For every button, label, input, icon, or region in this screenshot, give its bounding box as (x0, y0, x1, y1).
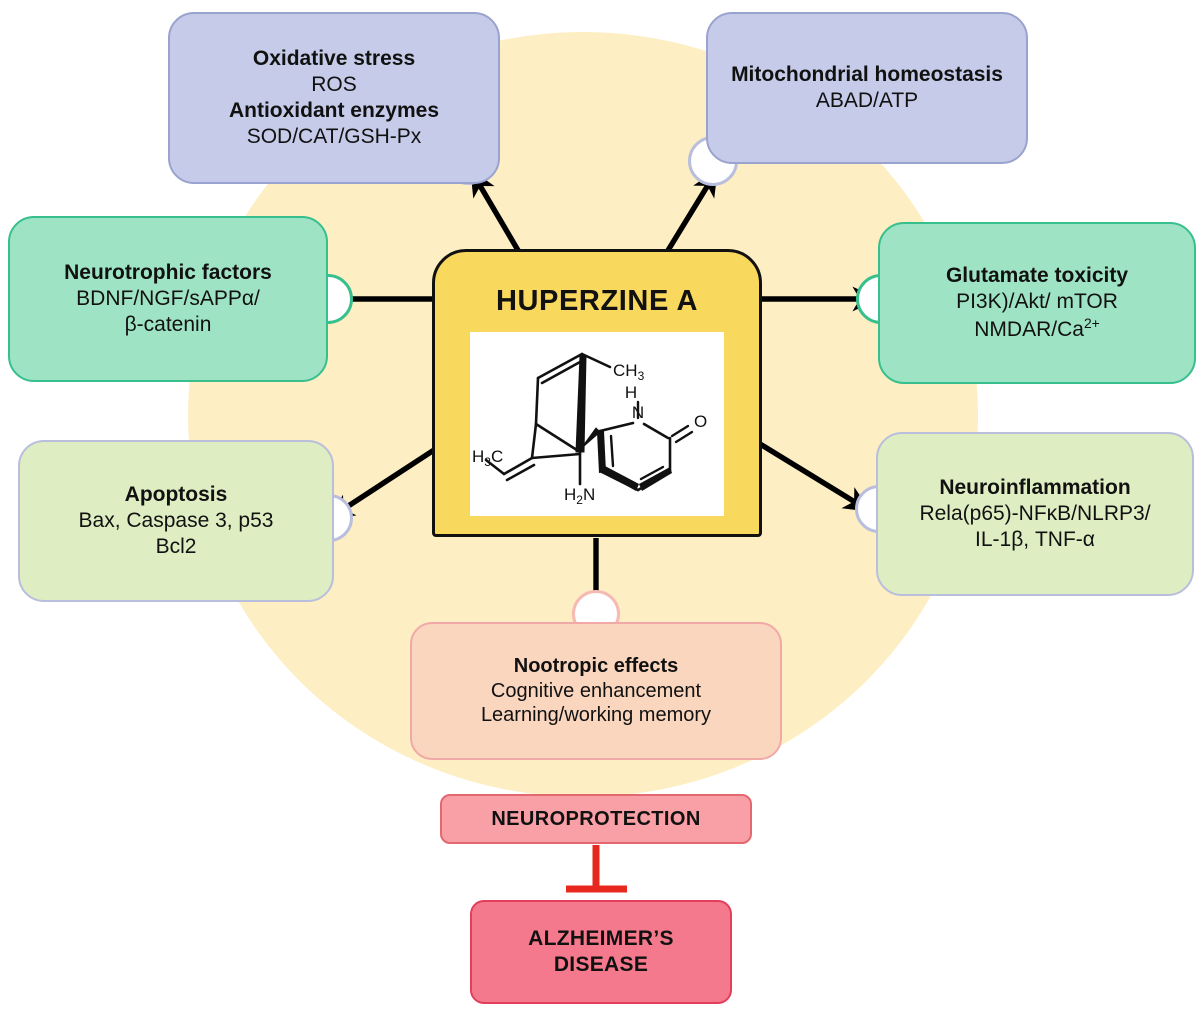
node-heading: Glutamate toxicity (945, 263, 1129, 287)
label-nh: H (625, 383, 637, 402)
node-line: NMDAR/Ca2+ (974, 315, 1100, 343)
charge-superscript: 2+ (1083, 315, 1100, 332)
node-line-text: NMDAR/Ca (974, 318, 1084, 342)
node-subheading: Antioxidant enzymes (228, 99, 440, 122)
label-h3c: H3C (472, 447, 503, 469)
label-n-ring: N (632, 403, 644, 422)
inhibition-arrow (566, 845, 627, 893)
node-line: ABAD/ATP (815, 89, 919, 112)
node-heading: Nootropic effects (513, 654, 679, 677)
node-heading: Neuroinflammation (939, 475, 1131, 499)
node-line: PI3K)/Akt/ mTOR (956, 289, 1118, 313)
node-line: Learning/working memory (480, 704, 712, 727)
node-line: DISEASE (553, 953, 649, 976)
node-heading: Neurotrophic factors (64, 260, 272, 284)
node-alzheimers-disease[interactable]: ALZHEIMER’S DISEASE (470, 900, 732, 1004)
node-neuroprotection[interactable]: NEUROPROTECTION (440, 794, 752, 844)
node-apoptosis[interactable]: Apoptosis Bax, Caspase 3, p53 Bcl2 (18, 440, 334, 602)
node-line: Bcl2 (155, 535, 197, 559)
label-h2n: H2N (564, 485, 595, 507)
node-glutamate-toxicity[interactable]: Glutamate toxicity PI3K)/Akt/ mTOR NMDAR… (878, 222, 1196, 384)
node-huperzine-a[interactable]: HUPERZINE A (432, 249, 762, 537)
node-heading: NEUROPROTECTION (491, 807, 701, 830)
node-line: SOD/CAT/GSH-Px (246, 125, 422, 149)
node-mitochondrial-homeostasis[interactable]: Mitochondrial homeostasis ABAD/ATP (706, 12, 1028, 164)
node-line: ROS (311, 72, 357, 96)
label-o: O (694, 412, 707, 431)
node-heading: Mitochondrial homeostasis (731, 62, 1003, 86)
node-line: IL-1β, TNF-α (975, 528, 1095, 552)
node-heading: Apoptosis (124, 482, 228, 506)
node-heading: ALZHEIMER’S (528, 926, 674, 950)
page-title: HUPERZINE A (495, 285, 699, 318)
molecule-structure-image: CH3 H N O H3C H2N (470, 331, 724, 516)
node-neurotrophic-factors[interactable]: Neurotrophic factors BDNF/NGF/sAPPα/ β-c… (8, 216, 328, 382)
node-line: β-catenin (124, 313, 212, 337)
node-line: Bax, Caspase 3, p53 (78, 508, 274, 532)
node-line: BDNF/NGF/sAPPα/ (76, 286, 260, 310)
node-heading: Oxidative stress (252, 46, 416, 70)
node-oxidative-stress[interactable]: Oxidative stress ROS Antioxidant enzymes… (168, 12, 500, 184)
label-ch3: CH3 (613, 361, 645, 383)
node-line: Cognitive enhancement (490, 679, 702, 702)
node-nootropic-effects[interactable]: Nootropic effects Cognitive enhancement … (410, 622, 782, 760)
node-line: Rela(p65)-NFκB/NLRP3/ (919, 501, 1151, 525)
node-neuroinflammation[interactable]: Neuroinflammation Rela(p65)-NFκB/NLRP3/ … (876, 432, 1194, 596)
